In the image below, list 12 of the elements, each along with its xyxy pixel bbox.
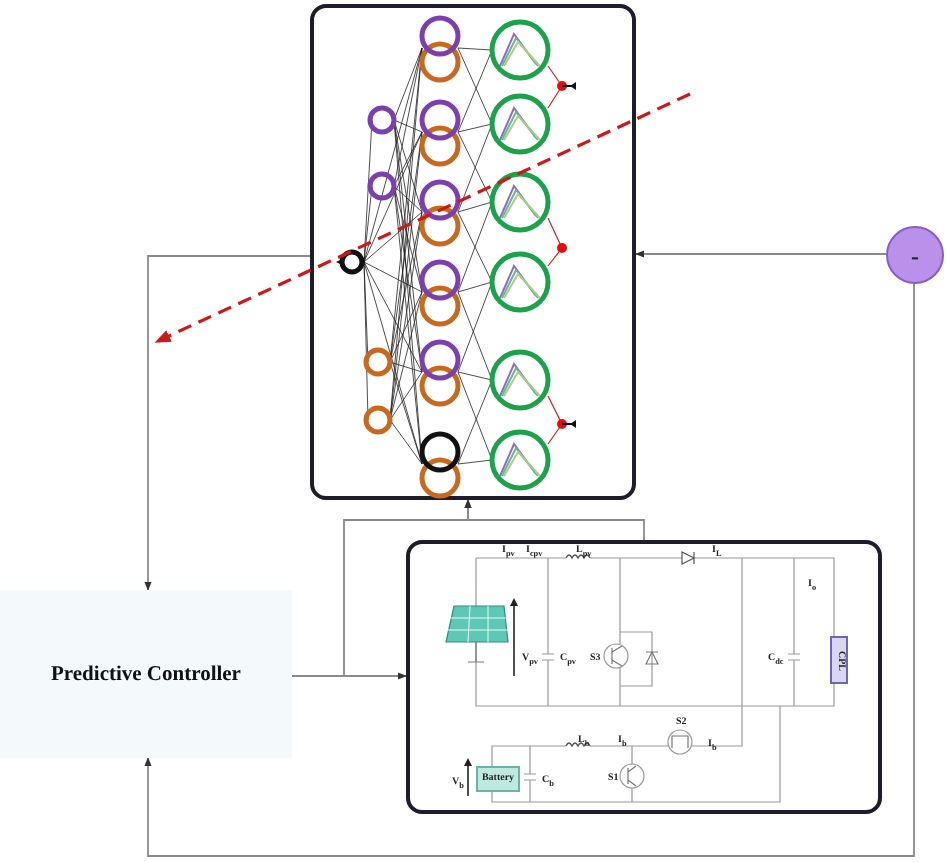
connector-arrow [635,250,887,258]
circuit-panel [406,540,882,814]
load-box [830,636,848,684]
connector-arrow [144,283,915,857]
connector-arrow [144,255,311,591]
minus-sign: - [911,243,919,267]
controller-box [0,590,292,758]
subtractor-circle [886,226,944,284]
neural-network-panel [310,4,636,500]
connector-arrow [464,499,645,541]
battery-box [476,766,520,792]
controller-label: Predictive Controller [51,663,241,685]
